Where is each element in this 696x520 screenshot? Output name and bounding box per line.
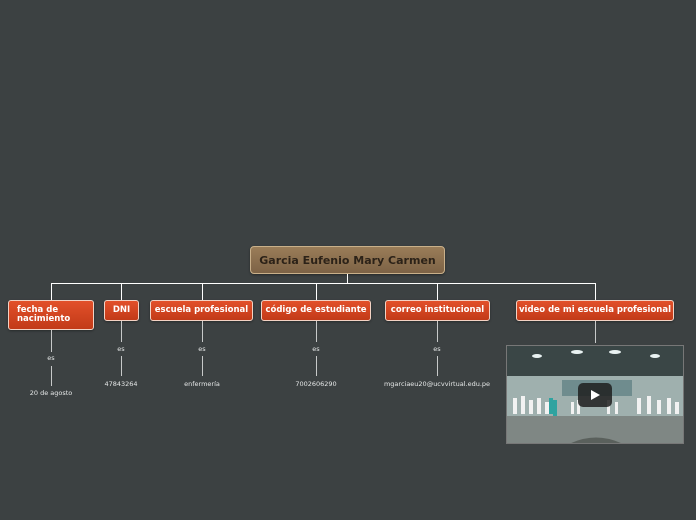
play-icon [591, 390, 600, 400]
node-label: correo institucional [390, 305, 485, 315]
subline-2b [121, 356, 122, 376]
node-label: escuela profesional [154, 305, 249, 315]
subline-6 [595, 321, 596, 343]
node-label: video de mi escuela profesional [518, 305, 672, 315]
root-stem [347, 274, 348, 283]
node-dni[interactable]: DNI [104, 300, 139, 321]
value-text: enfermería [184, 380, 220, 388]
node-label: fecha de nacimiento [17, 305, 71, 324]
subline-3b [202, 356, 203, 376]
connector-text: es [47, 354, 55, 362]
drop-2 [121, 283, 122, 300]
drop-1 [51, 283, 52, 300]
subline-4a [316, 321, 317, 342]
drop-4 [316, 283, 317, 300]
node-label: DNI [112, 305, 131, 315]
connector-text: es [198, 345, 206, 353]
drop-6 [595, 283, 596, 300]
connector-text: es [433, 345, 441, 353]
play-button[interactable] [578, 383, 612, 407]
subline-2a [121, 321, 122, 342]
node-fecha-de-nacimiento[interactable]: fecha de nacimiento [8, 300, 94, 330]
node-escuela-profesional[interactable]: escuela profesional [150, 300, 253, 321]
subline-3a [202, 321, 203, 342]
subline-5a [437, 321, 438, 342]
value-text: 20 de agosto [29, 389, 73, 397]
subline-1b [51, 366, 52, 386]
node-label: código de estudiante [265, 305, 367, 315]
value-text: mgarciaeu20@ucvvirtual.edu.pe [383, 380, 491, 388]
value-text: 47843264 [104, 380, 138, 388]
node-correo-institucional[interactable]: correo institucional [385, 300, 490, 321]
drop-5 [437, 283, 438, 300]
node-video-escuela-profesional[interactable]: video de mi escuela profesional [516, 300, 674, 321]
branch-bar [51, 283, 596, 284]
root-title: Garcia Eufenio Mary Carmen [259, 253, 436, 267]
connector-text: es [312, 345, 320, 353]
root-node[interactable]: Garcia Eufenio Mary Carmen [250, 246, 445, 274]
connector-text: es [117, 345, 125, 353]
subline-4b [316, 356, 317, 376]
value-text: 7002606290 [295, 380, 337, 388]
drop-3 [202, 283, 203, 300]
subline-5b [437, 356, 438, 376]
node-codigo-de-estudiante[interactable]: código de estudiante [261, 300, 371, 321]
subline-1a [51, 330, 52, 352]
